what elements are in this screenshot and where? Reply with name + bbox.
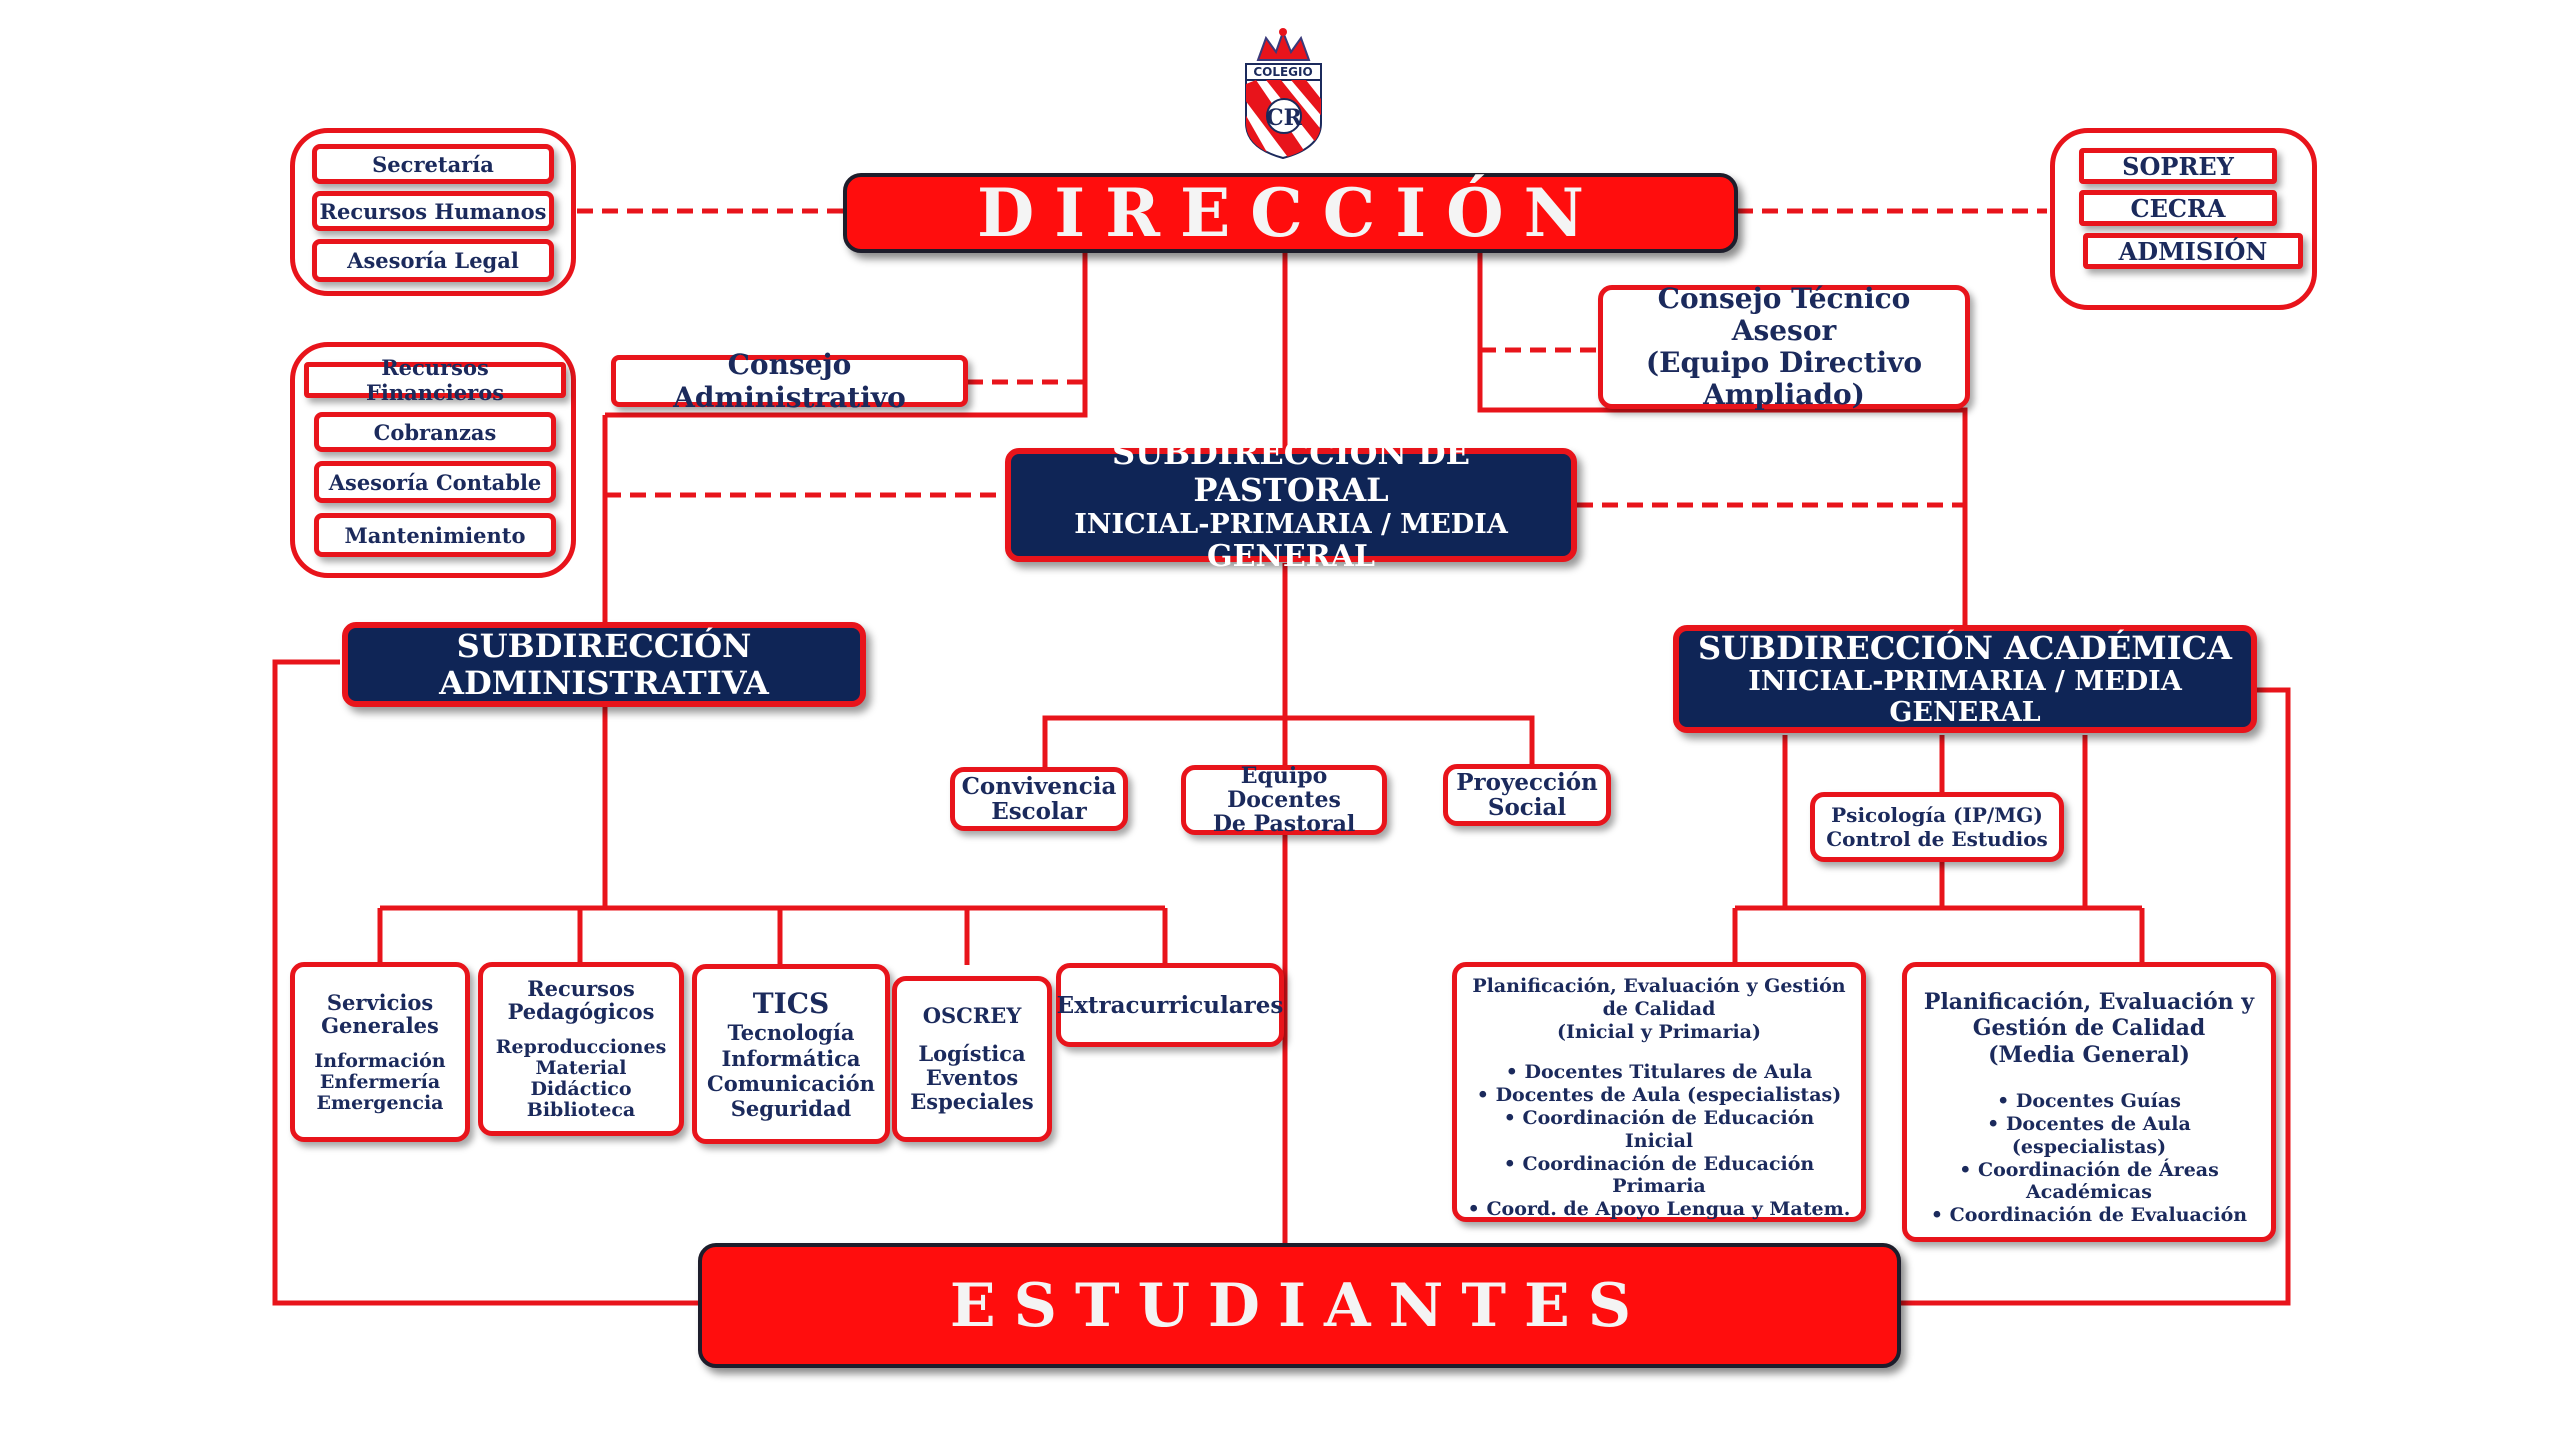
asesoria-contable-box: Asesoría Contable xyxy=(314,461,556,503)
list-item: Docentes de Aula (especialistas) xyxy=(1907,1113,2271,1159)
secretaria-box: Secretaría xyxy=(312,144,554,184)
left-group-2-bracket xyxy=(290,342,576,578)
list-item: Coordinación de Educación Primaria xyxy=(1457,1153,1861,1199)
cecra-box: CECRA xyxy=(2079,190,2277,226)
line-academica-children xyxy=(1732,735,2145,965)
left-group-1-bracket xyxy=(290,128,576,296)
mantenimiento-box: Mantenimiento xyxy=(314,513,556,557)
right-group-bracket xyxy=(2050,128,2317,310)
oscrey-box: OSCREY Logística Eventos Especiales xyxy=(892,976,1052,1142)
recursos-humanos-box: Recursos Humanos xyxy=(312,191,554,231)
direccion-title: DIRECCIÓN xyxy=(976,174,1604,252)
line-admin-children xyxy=(377,707,1168,968)
plan-media-general-box: Planificación, Evaluación y Gestión de C… xyxy=(1902,962,2276,1242)
list-item: Docentes Titulares de Aula xyxy=(1457,1061,1861,1084)
estudiantes-title: ESTUDIANTES xyxy=(949,1270,1650,1341)
crown-icon xyxy=(1256,28,1311,61)
cobranzas-box: Cobranzas xyxy=(314,412,556,452)
list-item: Docentes Guías xyxy=(1907,1090,2271,1113)
direccion-box: DIRECCIÓN xyxy=(843,173,1738,253)
consejo-administrativo-box: Consejo Administrativo xyxy=(611,348,968,414)
line-direccion-tecnico xyxy=(1477,250,1968,630)
school-logo: CR COLEGIO xyxy=(1236,28,1331,160)
svg-text:CR: CR xyxy=(1266,105,1303,131)
list-item: Coordinación de Educación Inicial xyxy=(1457,1107,1861,1153)
line-pastoral-children xyxy=(1042,715,1535,772)
line-left-estudiantes xyxy=(272,659,702,1306)
list-item: Coordinación de Áreas Académicas xyxy=(1907,1159,2271,1205)
list-item: Docentes de Aula (especialistas) xyxy=(1457,1084,1861,1107)
subdireccion-academica-box: SUBDIRECCIÓN ACADÉMICA INICIAL-PRIMARIA … xyxy=(1673,625,2257,733)
subdireccion-administrativa-box: SUBDIRECCIÓN ADMINISTRATIVA xyxy=(342,622,866,707)
soprey-box: SOPREY xyxy=(2079,148,2277,184)
line-right-estudiantes xyxy=(1897,687,2291,1306)
equipo-pastoral-box: Equipo Docentes De Pastoral xyxy=(1181,764,1387,836)
list-item: Coord. de Apoyo Lengua y Matem. xyxy=(1457,1198,1861,1221)
list-item: Coordinación de Evaluación xyxy=(1907,1204,2271,1227)
psicologia-box: Psicología (IP/MG) Control de Estudios xyxy=(1810,792,2064,862)
consejo-tecnico-box: Consejo Técnico Asesor (Equipo Directivo… xyxy=(1598,282,1970,411)
servicios-generales-box: Servicios Generales Información Enfermer… xyxy=(290,962,470,1142)
line-to-sub-admin xyxy=(602,393,1088,627)
subdireccion-pastoral-box: SUBDIRECCIÓN DE PASTORAL INICIAL-PRIMARI… xyxy=(1005,435,1577,574)
asesoria-legal-box: Asesoría Legal xyxy=(312,239,554,282)
convivencia-escolar-box: Convivencia Escolar xyxy=(950,767,1128,831)
tics-box: TICS Tecnología Informática Comunicación… xyxy=(692,964,890,1144)
admision-box: ADMISIÓN xyxy=(2083,233,2303,269)
recursos-pedagogicos-box: Recursos Pedagógicos Reproducciones Mate… xyxy=(478,962,684,1136)
svg-text:COLEGIO: COLEGIO xyxy=(1253,65,1312,79)
proyeccion-social-box: Proyección Social xyxy=(1443,764,1611,826)
plan-inicial-list: Docentes Titulares de Aula Docentes de A… xyxy=(1457,1061,1861,1221)
estudiantes-box: ESTUDIANTES xyxy=(698,1243,1901,1368)
extracurriculares-box: Extracurriculares xyxy=(1056,963,1284,1047)
plan-inicial-primaria-box: Planificación, Evaluación y Gestión de C… xyxy=(1452,962,1866,1222)
recursos-financieros-box: Recursos Financieros xyxy=(304,355,566,405)
plan-media-list: Docentes Guías Docentes de Aula (especia… xyxy=(1907,1090,2271,1227)
